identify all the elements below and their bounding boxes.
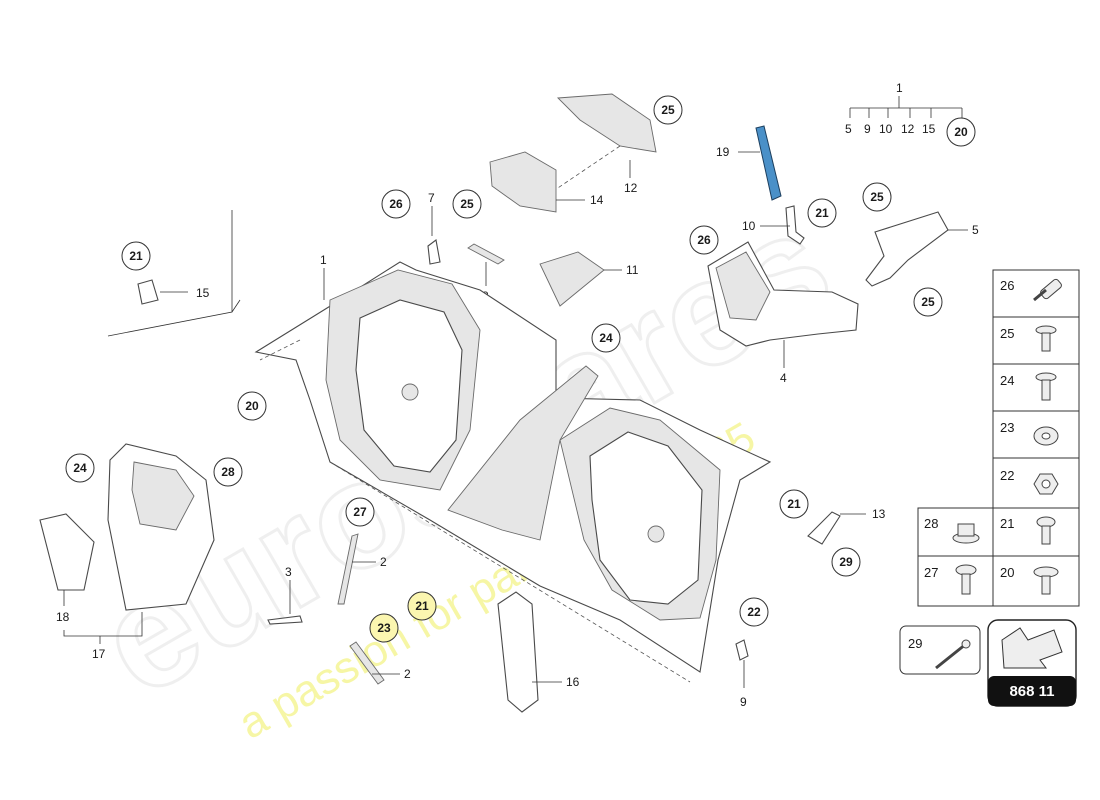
callout-21-b: 21	[815, 206, 829, 220]
label-15: 15	[196, 286, 210, 300]
callout-22: 23	[377, 621, 391, 635]
callout-21-d: 22	[747, 605, 761, 619]
table-num-28: 28	[924, 516, 938, 531]
label-19: 19	[716, 145, 730, 159]
callout-26-b: 26	[697, 233, 711, 247]
label-5: 4	[780, 371, 787, 385]
table-num-27: 27	[924, 565, 938, 580]
label-16: 16	[566, 675, 580, 689]
label-4: 2	[380, 555, 387, 569]
callout-29: 29	[839, 555, 853, 569]
label-13: 13	[872, 507, 886, 521]
part-17-panel: 18 17 24 28	[39, 443, 243, 661]
wide-head-screw-icon	[1033, 566, 1059, 595]
label-11: 11	[626, 263, 639, 277]
group1-child-9: 9	[864, 122, 871, 136]
rivet-box: 29	[899, 625, 981, 675]
callout-27: 27	[353, 505, 367, 519]
table-num-24: 24	[1000, 373, 1014, 388]
group-1-tree: 1 5 9 10 12 15 20	[845, 81, 976, 147]
fastener-table: 26 25 24 23 22 28 21 27 20	[917, 269, 1080, 607]
diagram-code: 868 11	[1009, 683, 1054, 700]
part-7: 7 26	[381, 189, 441, 265]
table-num-25: 25	[1000, 326, 1014, 341]
group1-child-10: 10	[879, 122, 893, 136]
group1-child-5: 5	[845, 122, 852, 136]
pin-bolt-icon	[1033, 278, 1062, 302]
label-3: 3	[285, 565, 292, 579]
callout-25-a: 25	[661, 103, 675, 117]
label-18: 18	[56, 610, 70, 624]
callout-28: 28	[221, 465, 235, 479]
part-6: 5 25 25	[862, 182, 979, 317]
rivet-box-num: 29	[908, 636, 922, 651]
collar-screw-icon	[955, 564, 977, 595]
part-1-main-housing: 1 20 24	[237, 253, 772, 683]
label-1-top: 1	[896, 81, 903, 95]
callout-25-c: 25	[870, 190, 884, 204]
part-11: 11	[539, 251, 639, 307]
part-12-cover: 12 25	[539, 93, 683, 201]
part-13: 13 21 29	[779, 489, 886, 577]
flange-screw-icon	[1035, 325, 1057, 352]
callout-21-a: 21	[129, 249, 143, 263]
table-num-26: 26	[1000, 278, 1014, 293]
diagram-code-badge: 868 11	[987, 619, 1077, 707]
callout-24-a: 24	[599, 331, 613, 345]
label-10: 10	[742, 219, 756, 233]
label-17: 17	[92, 647, 106, 661]
washer-icon	[1033, 426, 1059, 446]
part-16: 16	[497, 591, 580, 713]
callout-26-a: 26	[389, 197, 403, 211]
label-6: 5	[972, 223, 979, 237]
part-14-duct: 14 25	[452, 151, 604, 219]
part-9: 9 22	[735, 597, 769, 709]
callout-23: 21	[415, 599, 429, 613]
part-5: 4 26	[689, 225, 859, 385]
part-15-clip: 15 21	[107, 210, 241, 337]
label-14: 14	[590, 193, 604, 207]
hex-nut-icon	[1033, 473, 1059, 495]
callout-20-b: 20	[245, 399, 259, 413]
callout-24-b: 24	[73, 461, 87, 475]
label-9: 9	[740, 695, 747, 709]
part-4: 2 27	[337, 497, 387, 605]
label-2: 2	[404, 667, 411, 681]
part-3: 3	[267, 565, 303, 625]
flange-nut-icon	[952, 523, 980, 544]
table-num-23: 23	[1000, 420, 1014, 435]
callout-20-top: 20	[954, 125, 968, 139]
part-10-bracket: 10 21	[742, 198, 837, 245]
group1-child-12: 12	[901, 122, 915, 136]
part-19-highlight: 19	[716, 125, 782, 201]
callout-25-b: 25	[460, 197, 474, 211]
label-12: 12	[624, 181, 638, 195]
group1-child-15: 15	[922, 122, 936, 136]
table-num-20: 20	[1000, 565, 1014, 580]
table-num-22: 22	[1000, 468, 1014, 483]
rivet-icon	[935, 639, 971, 670]
torx-screw-icon	[1036, 516, 1056, 545]
flange-screw-icon	[1035, 372, 1057, 401]
callout-circle	[946, 117, 976, 147]
callout-25-d: 25	[921, 295, 935, 309]
callout-21-c: 21	[787, 497, 801, 511]
label-7: 7	[428, 191, 435, 205]
label-1-main: 1	[320, 253, 327, 267]
table-num-21: 21	[1000, 516, 1014, 531]
part-2: 2 23 21	[349, 591, 437, 685]
